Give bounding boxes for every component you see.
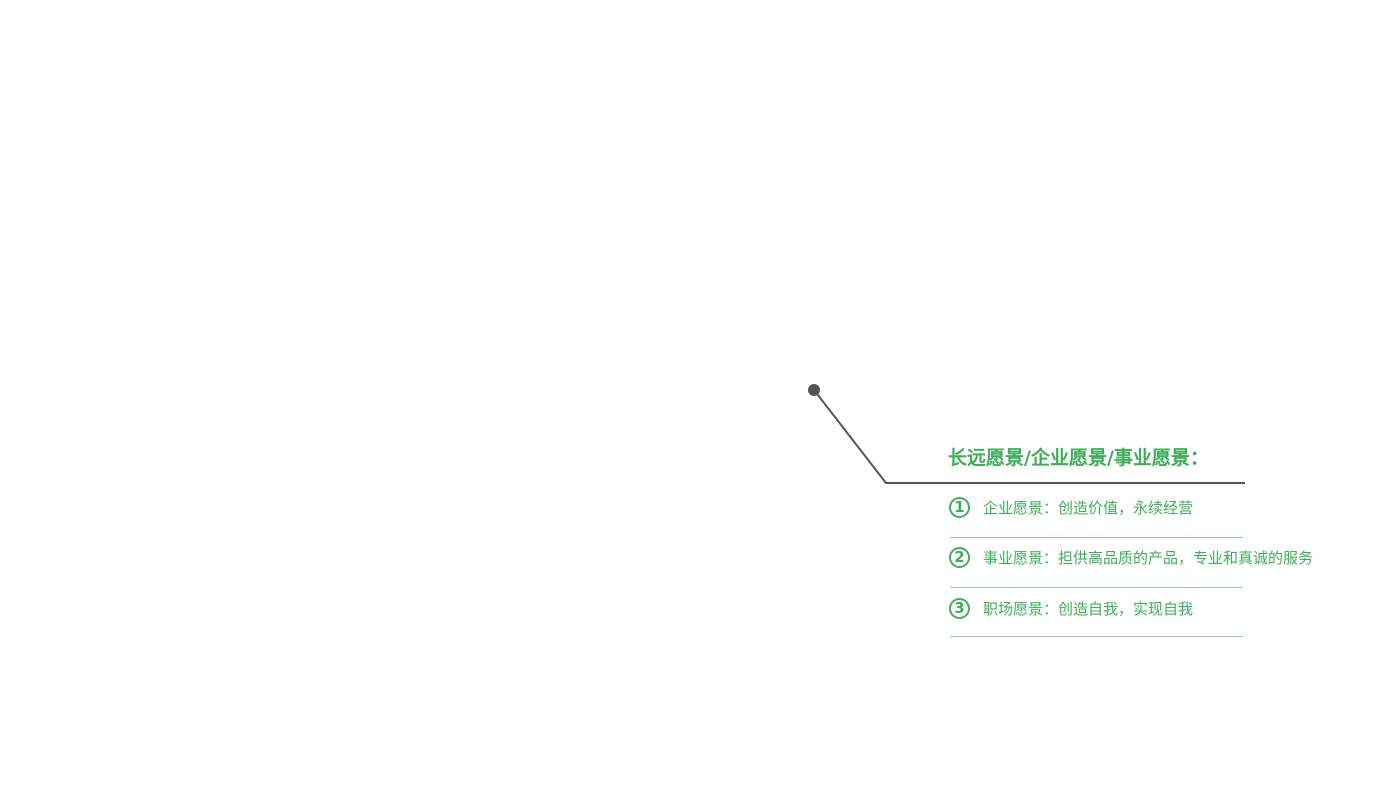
item-divider: [950, 587, 1243, 588]
leader-line: [813, 389, 1245, 484]
circled-number-1: 1: [949, 497, 970, 518]
item-divider: [950, 636, 1243, 637]
vision-title: 长远愿景/企业愿景/事业愿景：: [948, 447, 1209, 469]
vision-item-enterprise: 1 企业愿景：创造价值，永续经营: [949, 497, 1193, 518]
vision-item-text: 企业愿景：创造价值，永续经营: [983, 499, 1194, 517]
circled-number-2: 2: [949, 547, 970, 568]
item-divider: [950, 537, 1243, 538]
vision-item-text: 职场愿景：创造自我，实现自我: [983, 600, 1194, 618]
circled-number-3: 3: [949, 598, 970, 619]
vision-item-business: 2 事业愿景：担供高品质的产品，专业和真诚的服务: [949, 547, 1313, 568]
vision-item-workplace: 3 职场愿景：创造自我，实现自我: [949, 598, 1193, 619]
vision-item-text: 事业愿景：担供高品质的产品，专业和真诚的服务: [983, 549, 1314, 567]
